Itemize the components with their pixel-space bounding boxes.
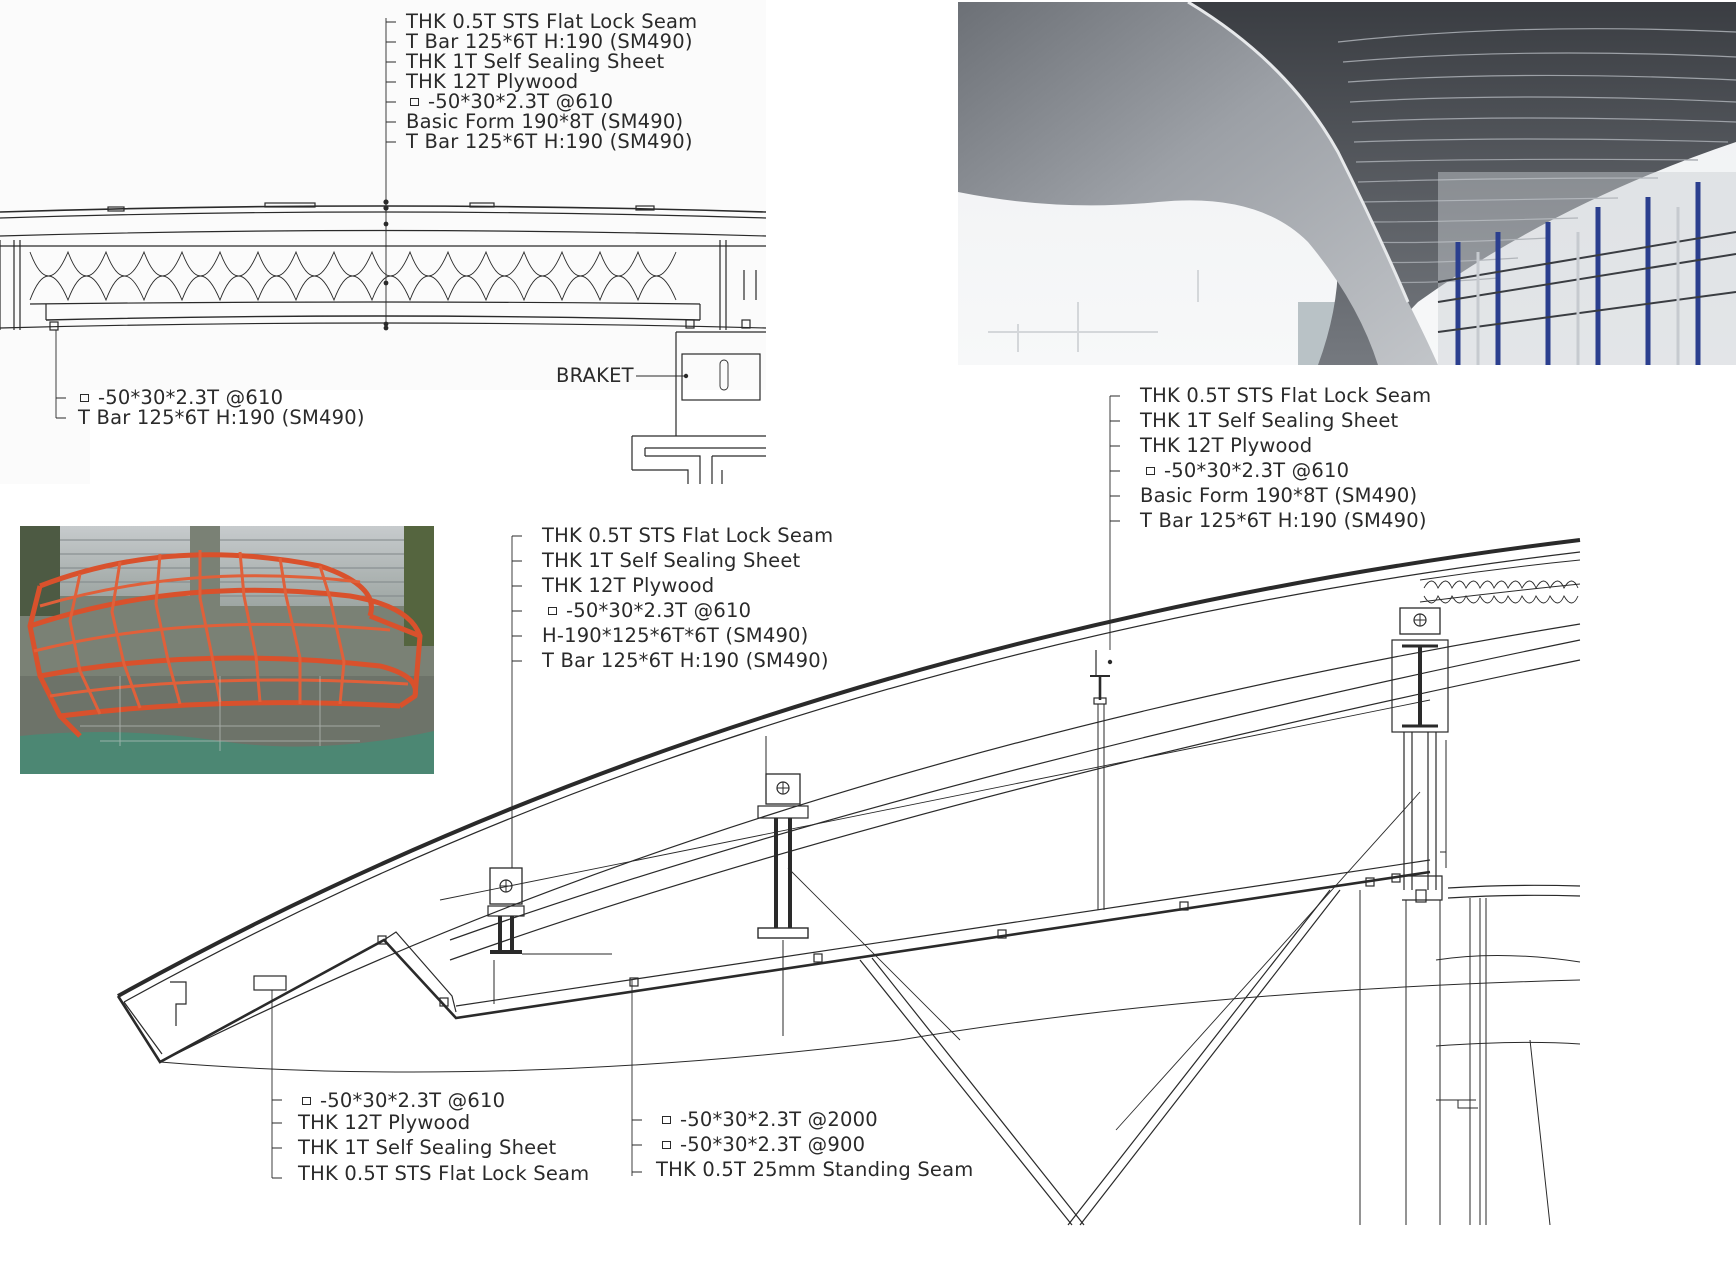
top-left-label-square-pipe: -50*30*2.3T @610 [80, 388, 283, 408]
square-tube-icon [548, 607, 557, 615]
cladding-photo [958, 2, 1736, 365]
square-tube-icon [1146, 467, 1155, 475]
bottom-left-label-flat-lock-seam: THK 0.5T STS Flat Lock Seam [298, 1162, 590, 1185]
steel-frame-photo [20, 526, 434, 774]
square-tube-icon [662, 1116, 671, 1124]
top-label-t-bar-2: T Bar 125*6T H:190 (SM490) [406, 130, 693, 153]
top-label-t-bar: T Bar 125*6T H:190 (SM490) [406, 30, 693, 53]
top-label-flat-lock-seam: THK 0.5T STS Flat Lock Seam [406, 10, 698, 33]
right-label-flat-lock-seam: THK 0.5T STS Flat Lock Seam [1140, 384, 1432, 407]
square-tube-icon [302, 1097, 311, 1105]
square-tube-icon [410, 98, 419, 106]
right-label-square-pipe: -50*30*2.3T @610 [1146, 461, 1349, 481]
right-label-basic-form: Basic Form 190*8T (SM490) [1140, 484, 1418, 507]
square-tube-icon [80, 394, 89, 402]
top-label-self-sealing-sheet: THK 1T Self Sealing Sheet [406, 50, 665, 73]
mid-label-plywood: THK 12T Plywood [542, 574, 715, 597]
right-label-plywood: THK 12T Plywood [1140, 434, 1313, 457]
top-label-plywood: THK 12T Plywood [406, 70, 579, 93]
bottom-left-label-square-pipe: -50*30*2.3T @610 [302, 1091, 505, 1111]
main-roof-section [116, 395, 1581, 1226]
right-label-self-sealing-sheet: THK 1T Self Sealing Sheet [1140, 409, 1399, 432]
top-roof-section [0, 18, 767, 484]
bottom-mid-label-square-pipe-900: -50*30*2.3T @900 [662, 1135, 865, 1155]
bottom-mid-label-standing-seam: THK 0.5T 25mm Standing Seam [656, 1158, 974, 1181]
bottom-left-label-plywood: THK 12T Plywood [298, 1111, 471, 1134]
main-leader-dots [1107, 659, 1113, 665]
mid-label-t-bar: T Bar 125*6T H:190 (SM490) [542, 649, 829, 672]
braket-label: BRAKET [556, 364, 634, 387]
top-label-basic-form: Basic Form 190*8T (SM490) [406, 110, 684, 133]
mid-label-flat-lock-seam: THK 0.5T STS Flat Lock Seam [542, 524, 834, 547]
mid-label-h-beam: H-190*125*6T*6T (SM490) [542, 624, 809, 647]
top-left-label-t-bar: T Bar 125*6T H:190 (SM490) [78, 406, 365, 429]
top-leader-dots [383, 199, 689, 379]
square-tube-icon [662, 1141, 671, 1149]
bottom-mid-label-square-pipe-2000: -50*30*2.3T @2000 [662, 1110, 878, 1130]
top-label-square-pipe: -50*30*2.3T @610 [410, 92, 613, 112]
mid-label-self-sealing-sheet: THK 1T Self Sealing Sheet [542, 549, 801, 572]
right-label-t-bar: T Bar 125*6T H:190 (SM490) [1140, 509, 1427, 532]
bottom-left-label-self-sealing-sheet: THK 1T Self Sealing Sheet [298, 1136, 557, 1159]
mid-label-square-pipe: -50*30*2.3T @610 [548, 601, 751, 621]
